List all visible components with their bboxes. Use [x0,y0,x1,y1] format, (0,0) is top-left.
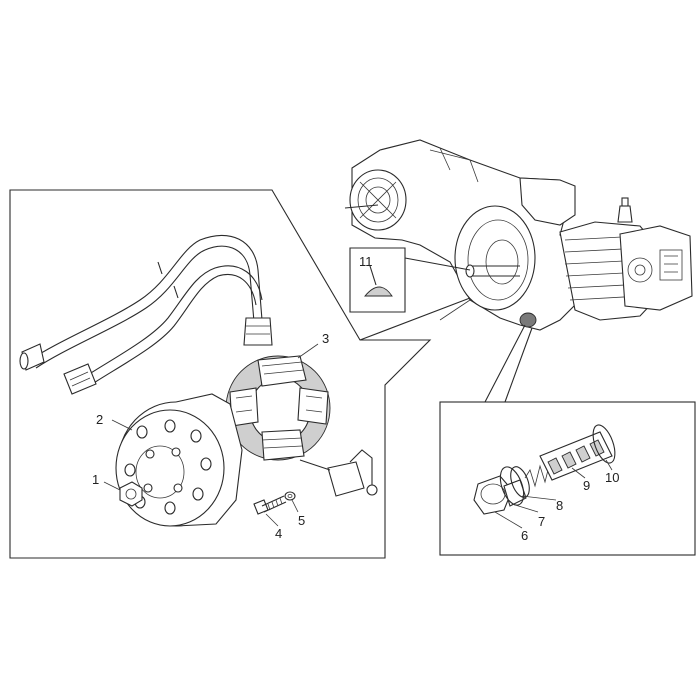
callout-11: 11 [359,254,373,269]
wiring-harness [19,234,273,395]
callout-7: 7 [538,514,545,529]
callout-10: 10 [605,470,619,485]
stator-washer [284,491,299,513]
callout-1: 1 [92,472,99,487]
flywheel-nut [103,481,143,507]
woodruff-key-inset [349,247,471,313]
callout-5: 5 [298,513,305,528]
callout-6: 6 [521,528,528,543]
callout-8: 8 [556,498,563,513]
callout-2: 2 [96,412,103,427]
flywheel [111,393,243,527]
callout-9: 9 [583,478,590,493]
left-inset-frame [9,189,432,559]
leader-line-to-left-frame [359,297,471,341]
engine-assembly [344,139,693,331]
oil-filter-inset [439,401,696,556]
stator-assembly [225,343,378,497]
callout-4: 4 [275,526,282,541]
callout-3: 3 [322,331,329,346]
stator-screw [253,495,287,527]
leader-line-to-oil-inset [484,324,533,403]
